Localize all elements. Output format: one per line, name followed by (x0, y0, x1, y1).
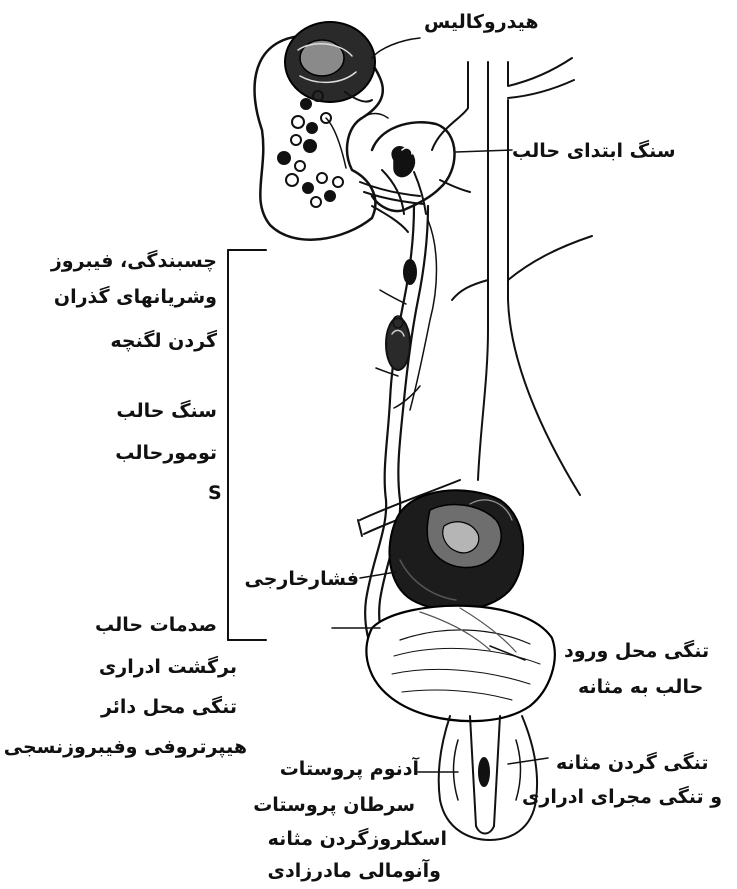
label-bracket-mark: S (208, 482, 222, 504)
label-ostium-stenosis: تنگی محل دائر (101, 696, 237, 718)
label-hypertrophy-fibrosis: هیپرتروفی وفیبروزنسجی (4, 736, 247, 758)
label-ureter-stone: سنگ حالب (116, 400, 217, 422)
hydrocalyx-shape (285, 22, 375, 102)
label-bladder-neck-stenosis-2: و تنگی مجرای ادراری (522, 786, 722, 808)
label-bladder-neck-sclerosis: اسکلروزگردن مثانه (268, 828, 447, 850)
prostate-urethra (439, 716, 537, 840)
label-external-pressure: فشارخارجی (244, 568, 359, 590)
label-prostate-adenoma: آدنوم پروستات (280, 758, 419, 780)
external-mass (389, 490, 523, 610)
label-urinary-reflux: برگشت ادراری (99, 656, 237, 678)
label-ureter-tumor: تومورحالب (115, 442, 217, 464)
label-congenital-anomaly: وآنومالی مادرزادی (268, 860, 441, 882)
label-pelvis-neck: گردن لگنچه (110, 330, 217, 352)
label-prostate-cancer: سرطان پروستات (253, 794, 415, 816)
great-vessels (432, 58, 592, 495)
label-bladder-neck-stenosis-1: تنگی گردن مثانه (556, 752, 709, 774)
label-ureter-entry-stenosis-1: تنگی محل ورود (564, 640, 709, 662)
label-pelvic-ureter-stone: سنگ ابتدای حالب (512, 140, 676, 162)
label-ureter-injury: صدمات حالب (95, 614, 217, 636)
label-adhesion-fibrosis: چسبندگی، فیبروز (51, 250, 217, 272)
label-ureter-entry-stenosis-2: حالب به مثانه (578, 676, 703, 698)
label-hydrocalyx: هیدروکالیس (424, 11, 539, 33)
bladder (366, 606, 554, 721)
calyces (278, 91, 346, 207)
label-ureter-vessels: وشریانهای گذران (54, 286, 217, 308)
